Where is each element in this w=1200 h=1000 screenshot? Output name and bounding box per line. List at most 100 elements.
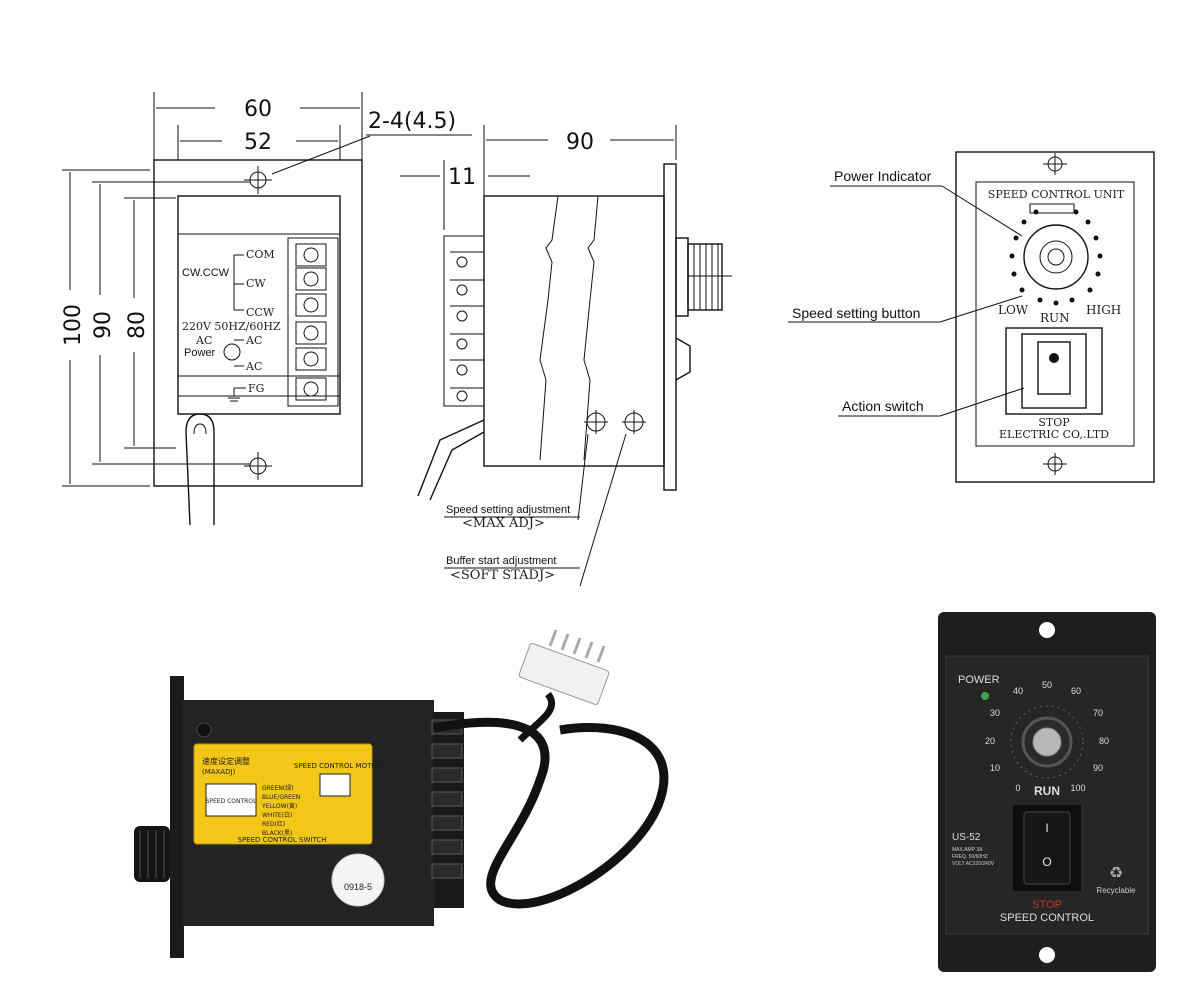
terminal-cw-label: CW: [246, 277, 266, 290]
sticker-box-label: SPEED CONTROL: [206, 798, 257, 805]
panel-view: SPEED CONTROL UNIT LOW RUN HIGH STOP ELE…: [788, 151, 1155, 483]
dial-ticks: [1010, 705, 1084, 779]
photo-power-label: POWER: [958, 674, 1000, 686]
yellow-sticker: [193, 743, 373, 845]
dial-scale: 0 10 20 30 40 50 60 70 80 90 100: [985, 680, 1109, 793]
buffer-label: Buffer start adjustment: [446, 555, 556, 567]
wire-label-1: GREEN(绿): [262, 784, 294, 792]
model-label: US-52: [952, 832, 981, 843]
rocker-switch-button[interactable]: [1023, 811, 1071, 885]
recyclable-label: Recyclable: [1096, 886, 1136, 895]
dial-number-90: 90: [1093, 763, 1103, 773]
dial-number-100: 100: [1070, 783, 1085, 793]
cable-outline: [185, 413, 215, 525]
panel-hole-top: [1039, 622, 1055, 638]
side-plate: [663, 163, 677, 491]
dial-number-50: 50: [1042, 680, 1052, 690]
maker-label: ELECTRIC CO,.LTD: [999, 428, 1109, 441]
switch-side: [675, 337, 691, 381]
speed-adj-code: <MAX ADJ>: [462, 516, 545, 531]
knob: [687, 243, 723, 311]
wire-label-6: BLACK(黑): [262, 830, 292, 837]
side-dim-11-text: 11: [448, 165, 476, 190]
dial-number-40: 40: [1013, 686, 1023, 696]
side-dim-90-text: 90: [566, 130, 594, 155]
dial-number-60: 60: [1071, 686, 1081, 696]
photo-stop-label: STOP: [1032, 899, 1062, 911]
dial-number-30: 30: [990, 708, 1000, 718]
switch-off-mark: O: [1042, 855, 1051, 869]
unit-title: SPEED CONTROL UNIT: [988, 188, 1125, 201]
cable-loop: [433, 717, 669, 909]
dim-52-text: 52: [244, 130, 272, 155]
ac-label-top: AC: [245, 334, 262, 347]
dial-outer: [1023, 224, 1089, 290]
switch-frame: [1021, 333, 1087, 409]
side-cable: [417, 419, 485, 497]
photo-run-label: RUN: [1034, 784, 1060, 798]
dim-80-text: 80: [125, 311, 150, 339]
wire-label-4: WHITE(白): [262, 811, 292, 819]
run-label: RUN: [1040, 311, 1070, 325]
stop-label: STOP: [1038, 416, 1070, 429]
recycle-icon: ♻: [1109, 863, 1123, 882]
wire-label-3: YELLOW(黄): [261, 802, 297, 810]
ac-label-left: AC: [195, 334, 212, 347]
hole-spec-text: 2-4(4.5): [368, 109, 456, 134]
spec-amp: MAX.AMP 3A: [952, 847, 983, 853]
terminal-ccw-label: CCW: [246, 306, 275, 319]
terminal-com-label: COM: [246, 248, 275, 261]
front-plate: [153, 159, 363, 487]
dim-100-text: 100: [61, 304, 86, 346]
dial-number-20: 20: [985, 736, 995, 746]
sticker-maxadj: (MAXADJ): [202, 768, 236, 776]
low-label: LOW: [998, 303, 1029, 317]
power-symbol: [223, 343, 241, 361]
action-switch-label: Action switch: [842, 398, 924, 414]
buffer-code: <SOFT STADJ>: [450, 568, 555, 583]
knob-base: [675, 237, 689, 317]
wiring-box: [177, 233, 341, 377]
side-body: [483, 195, 665, 467]
power-led: [981, 692, 989, 700]
supply-spec-label: 220V 50HZ/60HZ: [182, 320, 281, 333]
hole-spec-leader: [271, 135, 371, 175]
dial-number-70: 70: [1093, 708, 1103, 718]
switch-on-mark: I: [1045, 821, 1048, 835]
speed-button-label: Speed setting button: [792, 305, 920, 321]
speed-adj-label: Speed setting adjustment: [446, 504, 570, 516]
sticker-cn-title: 速度设定调整: [202, 756, 250, 766]
dial-dots: [1009, 209, 1103, 306]
front-view: 60 52 2-4(4.5) 100 90: [61, 92, 472, 526]
switch-dot: [1049, 353, 1059, 363]
trim-hole: [196, 722, 212, 738]
dim-90-text: 90: [91, 311, 116, 339]
switch-bezel: [1005, 327, 1103, 415]
connector-pins: [548, 629, 606, 663]
cw-ccw-label: CW.CCW: [182, 267, 230, 279]
panel-inner: [975, 181, 1135, 447]
footer-label: SPEED CONTROL: [1000, 912, 1094, 924]
wire-label-2: BLUE/GREEN: [262, 794, 300, 801]
ac-label-bottom: AC: [245, 360, 262, 373]
break-line-2: [583, 195, 599, 461]
break-line-1: [539, 195, 559, 461]
mount-flange: [170, 676, 184, 958]
photo-controller-body: 速度设定调整 (MAXADJ) SPEED CONTROL MOTOR SPEE…: [134, 629, 669, 958]
photo-front-panel: POWER 0 10 20 30 40 50 60 70 80 90 100 R…: [938, 612, 1156, 972]
power-label: Power: [184, 347, 216, 359]
dial-number-0: 0: [1015, 783, 1020, 793]
power-led-slot: [1029, 203, 1075, 214]
sticker-motor-icon: [319, 773, 351, 797]
sticker-motor: SPEED CONTROL MOTOR: [294, 762, 382, 770]
connector-plug: [518, 643, 610, 705]
control-knob: [134, 826, 170, 882]
side-view: 90 11: [400, 125, 732, 587]
spec-volt: VOLT AC220/240V: [952, 861, 995, 867]
high-label: HIGH: [1086, 303, 1121, 317]
terminal-fins: [431, 719, 463, 879]
spec-freq: FREQ. 50/60HZ: [952, 854, 988, 860]
wire-label-5: RED(红): [262, 820, 285, 828]
terminal-block: [287, 237, 339, 407]
